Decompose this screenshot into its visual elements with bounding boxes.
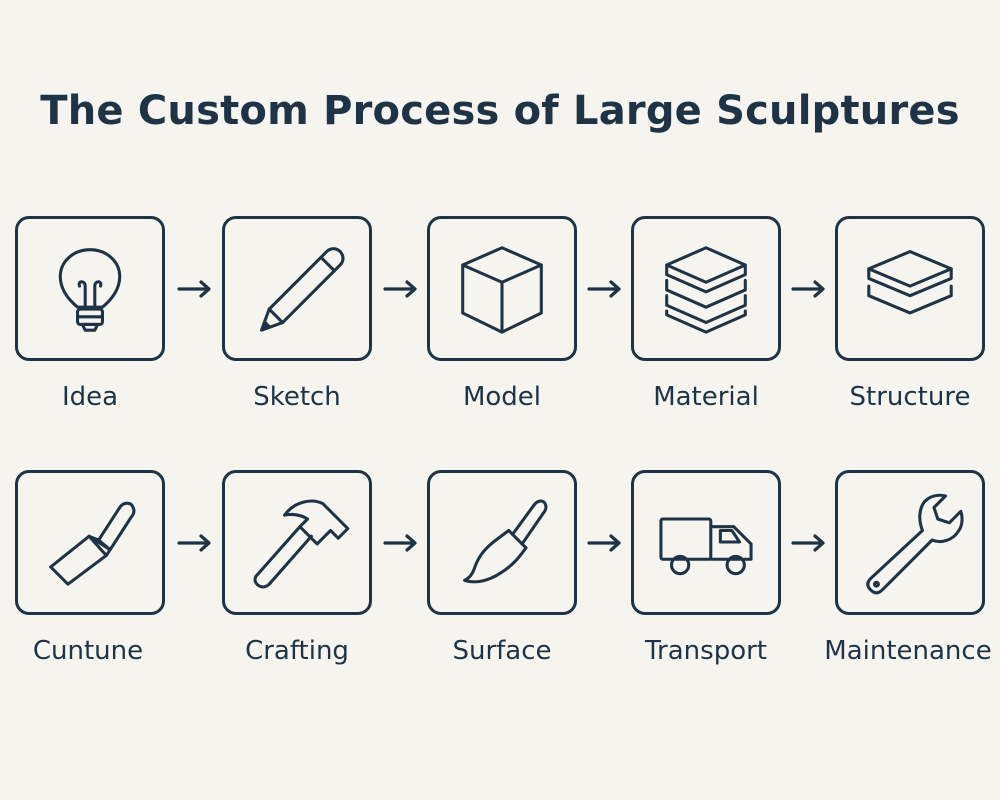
step-cuntune-box <box>15 470 165 615</box>
arrow-icon <box>177 279 213 299</box>
layers-icon <box>867 250 953 315</box>
arrow-icon <box>383 533 419 553</box>
step-crafting-box <box>222 470 372 615</box>
truck-icon <box>659 517 753 576</box>
step-label: Material <box>653 382 759 412</box>
step-idea-box <box>15 216 165 361</box>
arrow-icon <box>177 533 213 553</box>
arrow-icon <box>587 279 623 299</box>
wrench-icon <box>866 493 964 595</box>
arrow-icon <box>587 533 623 553</box>
stacked-layers-icon <box>665 246 747 334</box>
putty-knife-icon <box>49 501 136 586</box>
arrow-icon <box>383 279 419 299</box>
step-label: Crafting <box>245 636 349 666</box>
step-model-box <box>427 216 577 361</box>
step-label: Surface <box>452 636 552 666</box>
lightbulb-icon <box>58 248 122 332</box>
arrow-icon <box>791 279 827 299</box>
step-label: Maintenance <box>824 636 992 666</box>
step-maintenance-box <box>835 470 985 615</box>
pencil-icon <box>259 247 345 332</box>
step-label: Model <box>462 382 542 412</box>
step-label: Cuntune <box>32 636 144 666</box>
step-structure-box <box>835 216 985 361</box>
step-surface-box <box>427 470 577 615</box>
diagram-title: The Custom Process of Large Sculptures <box>40 88 960 134</box>
arrow-icon <box>791 533 827 553</box>
step-label: Idea <box>61 382 119 412</box>
hammer-icon <box>253 499 350 589</box>
step-sketch-box <box>222 216 372 361</box>
step-transport-box <box>631 470 781 615</box>
cube-icon <box>461 246 543 334</box>
step-material-box <box>631 216 781 361</box>
step-label: Structure <box>849 382 971 412</box>
step-label: Sketch <box>253 382 341 412</box>
step-label: Transport <box>644 636 767 666</box>
paintbrush-icon <box>463 499 548 584</box>
